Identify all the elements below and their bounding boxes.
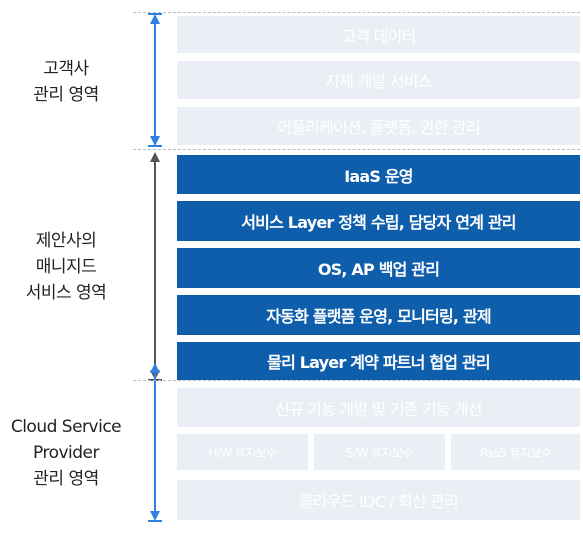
proposer-arrow-up-icon bbox=[150, 152, 160, 162]
proposer-row-automation-monitoring: 자동화 플랫폼 운영, 모니터링, 관제 bbox=[177, 295, 580, 335]
csp-zone-label-line-3: 관리 영역 bbox=[33, 469, 99, 489]
customer-arrow-down-icon bbox=[150, 136, 160, 146]
customer-row-in-house-services: 자체 개발 서비스 bbox=[177, 61, 580, 99]
csp-arrow-down-icon bbox=[150, 511, 160, 521]
proposer-row-service-layer-policy: 서비스 Layer 정책 수립, 담당자 연계 관리 bbox=[177, 201, 580, 241]
customer-zone-label-line-1: 고객사 bbox=[43, 59, 89, 79]
proposer-arrow-line bbox=[154, 160, 156, 374]
customer-zone-label: 고객사 관리 영역 bbox=[0, 56, 132, 108]
separator-top bbox=[133, 12, 580, 13]
proposer-zone-label: 제안사의 매니지드 서비스 영역 bbox=[0, 228, 132, 306]
proposer-row-os-ap-backup: OS, AP 백업 관리 bbox=[177, 248, 580, 288]
proposer-zone-label-line-2: 매니지드 bbox=[35, 257, 97, 277]
customer-arrow-up-icon bbox=[150, 14, 160, 24]
csp-cell-sw-maintenance: S/W 유지보수 bbox=[314, 434, 445, 470]
csp-row-idc-network: 클라우드 IDC / 회선 관리 bbox=[177, 480, 580, 520]
separator-proposer-csp bbox=[133, 380, 580, 381]
customer-row-app-platform-permissions: 어플리케이션, 플랫폼, 권한 관리 bbox=[177, 107, 580, 145]
customer-arrow-line bbox=[154, 22, 156, 140]
csp-zone-label-line-2: Provider bbox=[33, 443, 100, 463]
customer-arrow-bottom-tick bbox=[148, 145, 162, 147]
csp-row-feature-development: 신규 기능 개발 및 기존 기능 개선 bbox=[177, 388, 580, 427]
separator-customer-proposer bbox=[133, 149, 580, 150]
customer-zone-label-line-2: 관리 영역 bbox=[33, 85, 99, 105]
csp-zone-label: Cloud Service Provider 관리 영역 bbox=[0, 414, 132, 492]
csp-zone-label-line-1: Cloud Service bbox=[10, 417, 122, 437]
csp-arrow-bottom-tick bbox=[148, 520, 162, 522]
csp-cell-hw-maintenance: H/W 유지보수 bbox=[177, 434, 308, 470]
csp-arrow-up-icon bbox=[150, 363, 160, 373]
proposer-row-physical-layer-partner: 물리 Layer 계약 파트너 협업 관리 bbox=[177, 342, 580, 380]
proposer-zone-label-line-1: 제안사의 bbox=[35, 231, 97, 251]
csp-cell-paas-maintenance: PaaS 유지보수 bbox=[451, 434, 580, 470]
csp-arrow-line bbox=[154, 371, 156, 515]
customer-row-customer-data: 고객 데이터 bbox=[177, 16, 580, 53]
proposer-row-iaas-operation: IaaS 운영 bbox=[177, 155, 580, 194]
proposer-zone-label-line-3: 서비스 영역 bbox=[25, 283, 107, 303]
